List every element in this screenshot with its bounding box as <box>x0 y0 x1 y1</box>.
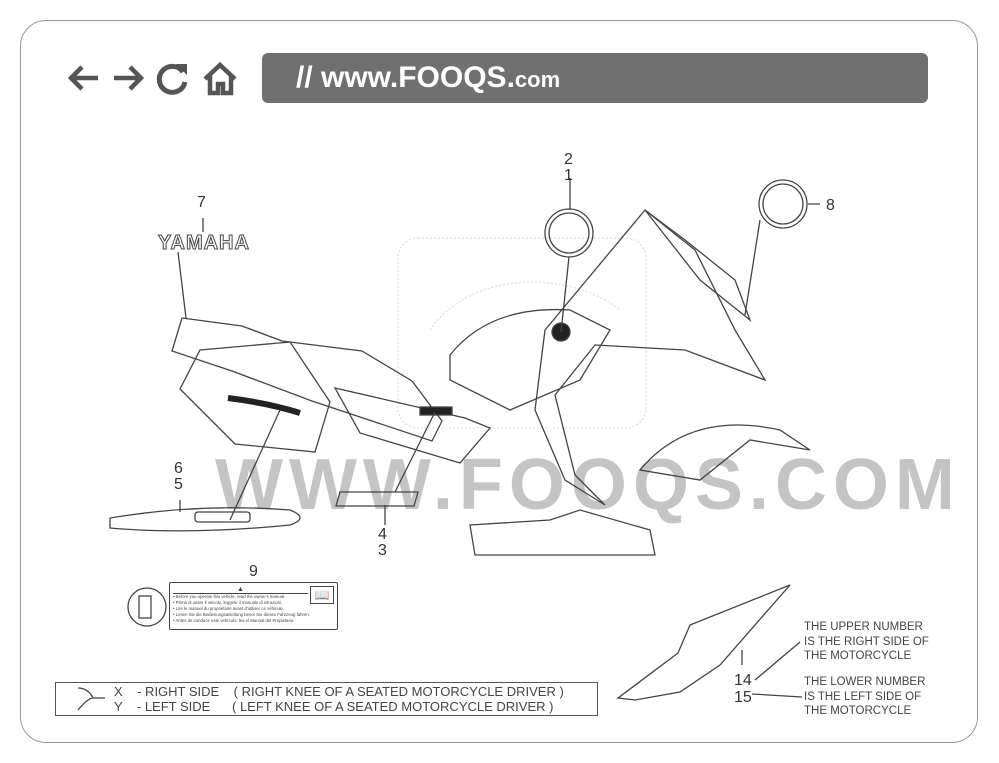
windshield <box>644 209 752 322</box>
warning-triangle-icon: ▲ <box>173 586 308 594</box>
forward-arrow-icon[interactable] <box>110 58 146 98</box>
badge-3-4 <box>335 491 419 507</box>
note-line: THE UPPER NUMBER <box>804 621 923 633</box>
callout-14: 14 <box>734 672 752 689</box>
watermark-logo <box>397 237 647 429</box>
warning-line: • Prima di usare il veicolo, leggete il … <box>173 600 283 605</box>
callout-7: 7 <box>197 194 206 211</box>
warning-line: • Lire le manuel du propriétaire avant d… <box>173 606 284 611</box>
yamaha-logo-decal: YAMAHA <box>158 232 250 255</box>
note-upper: THE UPPER NUMBER IS THE RIGHT SIDE OF TH… <box>804 620 929 664</box>
emblem-1-2 <box>544 208 594 258</box>
warning-label: ▲ 📖 • Before you operate this vehicle, r… <box>169 582 338 630</box>
warning-line: • Before you operate this vehicle, read … <box>173 594 286 599</box>
front-fender <box>638 424 811 481</box>
fuel-tank <box>449 308 611 411</box>
emblem-8 <box>758 179 808 229</box>
diagram-frame <box>20 20 978 743</box>
browser-nav <box>66 58 242 98</box>
side-legend: X - RIGHT SIDE ( RIGHT KNEE OF A SEATED … <box>55 682 598 716</box>
side-cover <box>333 387 492 464</box>
note-line: IS THE LEFT SIDE OF <box>804 690 922 703</box>
warning-line: • Antes de conducir este vehículo, lea e… <box>173 618 295 623</box>
lower-cowl <box>469 509 656 556</box>
callout-5: 5 <box>174 476 183 493</box>
manual-book-icon: 📖 <box>310 586 334 604</box>
decal-14-15 <box>616 584 791 701</box>
callout-3: 3 <box>378 542 387 559</box>
callout-6: 6 <box>174 460 183 477</box>
note-lower: THE LOWER NUMBER IS THE LEFT SIDE OF THE… <box>804 675 925 719</box>
note-line: THE LOWER NUMBER <box>804 676 926 688</box>
callout-9: 9 <box>249 563 258 580</box>
seat-tail <box>171 317 443 442</box>
callout-2: 2 <box>564 151 573 168</box>
front-fairing <box>534 209 767 506</box>
legend-x: X - RIGHT SIDE ( RIGHT KNEE OF A SEATED … <box>114 684 564 699</box>
refresh-icon[interactable] <box>154 58 190 98</box>
callout-15: 15 <box>734 689 752 706</box>
url-bar[interactable]: // www.FOOQS.com <box>262 53 928 103</box>
back-arrow-icon[interactable] <box>66 58 102 98</box>
url-suffix: com <box>514 67 561 92</box>
callout-4: 4 <box>378 526 387 543</box>
note-line: IS THE RIGHT SIDE OF <box>804 635 929 648</box>
note-line: THE MOTORCYCLE <box>804 705 912 717</box>
warning-line: • Lesen Sie die Bedienungsanleitung bevo… <box>173 612 310 617</box>
fuel-icon <box>127 587 167 627</box>
url-text: // www.FOOQS. <box>296 61 515 94</box>
note-line: THE MOTORCYCLE <box>804 650 912 662</box>
callout-1: 1 <box>564 167 573 184</box>
lower-stripe <box>109 507 301 532</box>
legend-y: Y - LEFT SIDE ( LEFT KNEE OF A SEATED MO… <box>114 699 554 714</box>
side-case <box>179 341 331 453</box>
callout-8: 8 <box>826 197 835 214</box>
home-icon[interactable] <box>198 58 242 98</box>
